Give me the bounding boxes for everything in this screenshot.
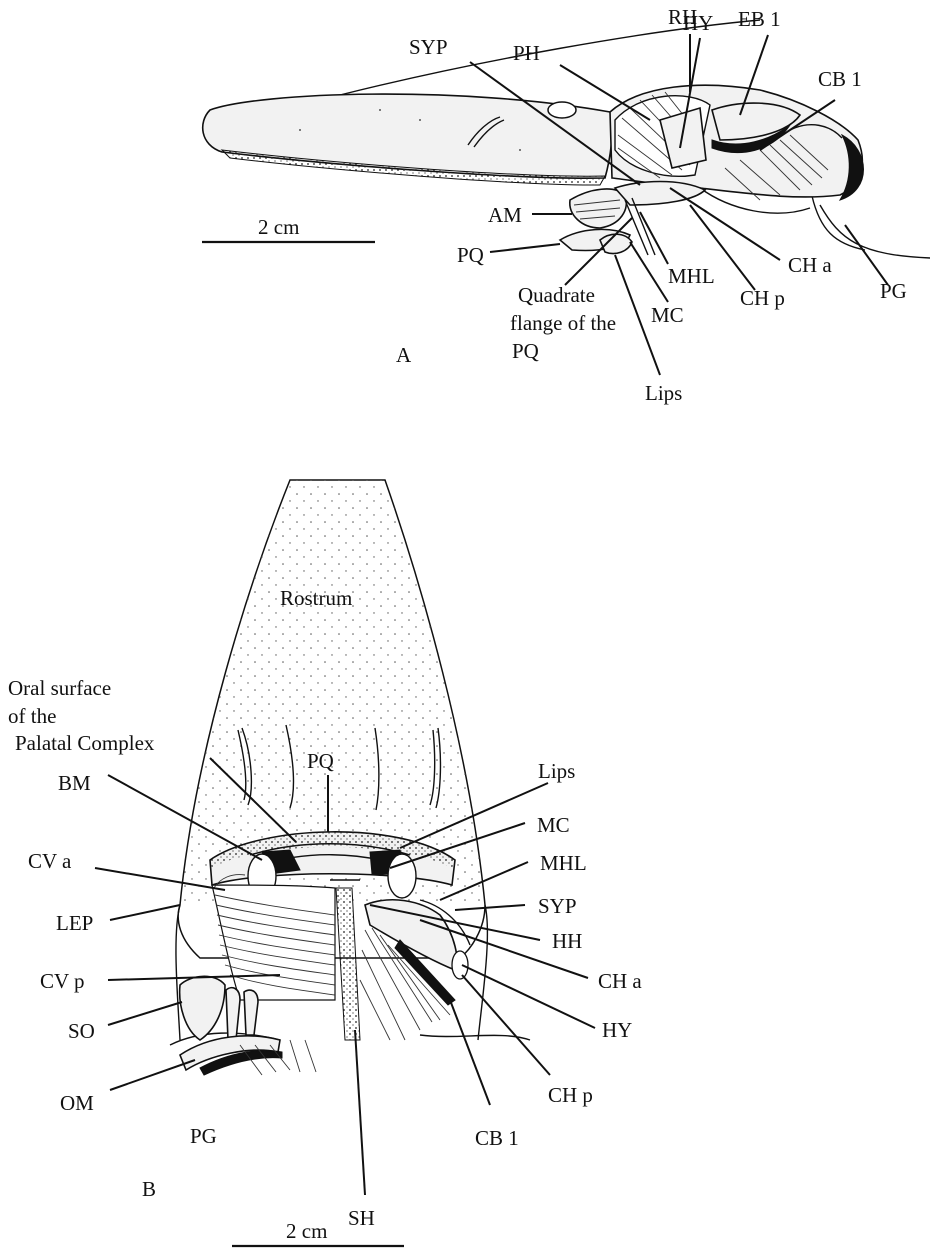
label-b-sh: SH [348,1206,375,1230]
label-b-lips: Lips [538,759,575,783]
leader-b-lep [110,905,180,920]
leader-a-pg [845,225,888,285]
scale-b-label: 2 cm [286,1219,327,1243]
label-a-lips: Lips [645,381,682,405]
panel-a-scale-bar: 2 cm [202,215,375,242]
label-b-cvp: CV p [40,969,85,993]
leader-a-mc [630,242,668,302]
label-a-mhl: MHL [668,264,715,288]
label-b-mhl: MHL [540,851,587,875]
label-b-lep: LEP [56,911,93,935]
label-b-cb1: CB 1 [475,1126,519,1150]
panel-a-letter: A [396,343,412,367]
label-a-quadrate-line3: PQ [512,339,539,363]
label-a-quadrate-line1: Quadrate [518,283,595,307]
label-a-syp: SYP [409,35,448,59]
leader-a-pq [490,244,560,252]
leader-b-om [110,1060,195,1090]
label-b-pg: PG [190,1124,217,1148]
label-a-chp: CH p [740,286,785,310]
panel-b-letter: B [142,1177,156,1201]
label-a-eb1: EB 1 [738,7,781,31]
leader-b-sh [355,1030,365,1195]
panel-a-labels: HY RH EB 1 SYP PH CB 1 AM PQ CH a MHL CH… [409,5,907,405]
label-a-pq: PQ [457,243,484,267]
label-b-bm: BM [58,771,91,795]
label-b-om: OM [60,1091,94,1115]
leader-b-chp [462,975,550,1075]
label-b-mc: MC [537,813,570,837]
label-b-so: SO [68,1019,95,1043]
label-b-hh: HH [552,929,582,953]
scale-a-label: 2 cm [258,215,299,239]
label-b-syp: SYP [538,894,577,918]
label-a-mc: MC [651,303,684,327]
label-b-cha: CH a [598,969,642,993]
label-b-oral-line1: Oral surface [8,676,111,700]
leader-a-mhl [640,212,668,264]
label-b-hy: HY [602,1018,632,1042]
label-b-cva: CV a [28,849,72,873]
panel-b-drawing [170,480,530,1075]
label-a-cb1: CB 1 [818,67,862,91]
label-a-pg: PG [880,279,907,303]
leader-b-so [108,1002,182,1025]
label-a-ph: PH [513,41,540,65]
label-a-am: AM [488,203,522,227]
panel-b-scale-bar: 2 cm [232,1219,404,1246]
label-b-oral-line3: Palatal Complex [15,731,155,755]
panel-a-drawing [203,20,930,258]
label-a-quadrate-line2: flange of the [510,311,616,335]
label-b-oral-line2: of the [8,704,56,728]
label-b-chp: CH p [548,1083,593,1107]
label-b-pq: PQ [307,749,334,773]
label-b-rostrum: Rostrum [280,586,352,610]
label-a-rh: RH [668,5,697,29]
leader-b-cb1 [450,1000,490,1105]
label-a-cha: CH a [788,253,832,277]
